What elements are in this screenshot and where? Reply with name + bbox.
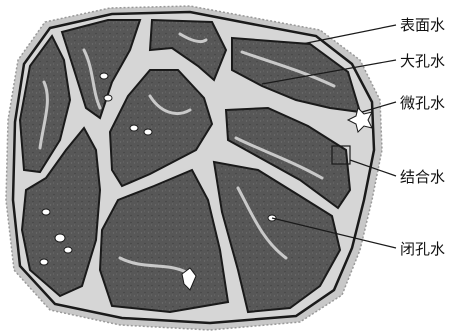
label-micropore-water: 微孔水: [400, 94, 445, 112]
label-closed-pore-water: 闭孔水: [400, 240, 445, 258]
label-surface-water: 表面水: [400, 16, 445, 34]
label-macropore-water: 大孔水: [400, 52, 445, 70]
label-bound-water: 结合水: [400, 168, 445, 186]
